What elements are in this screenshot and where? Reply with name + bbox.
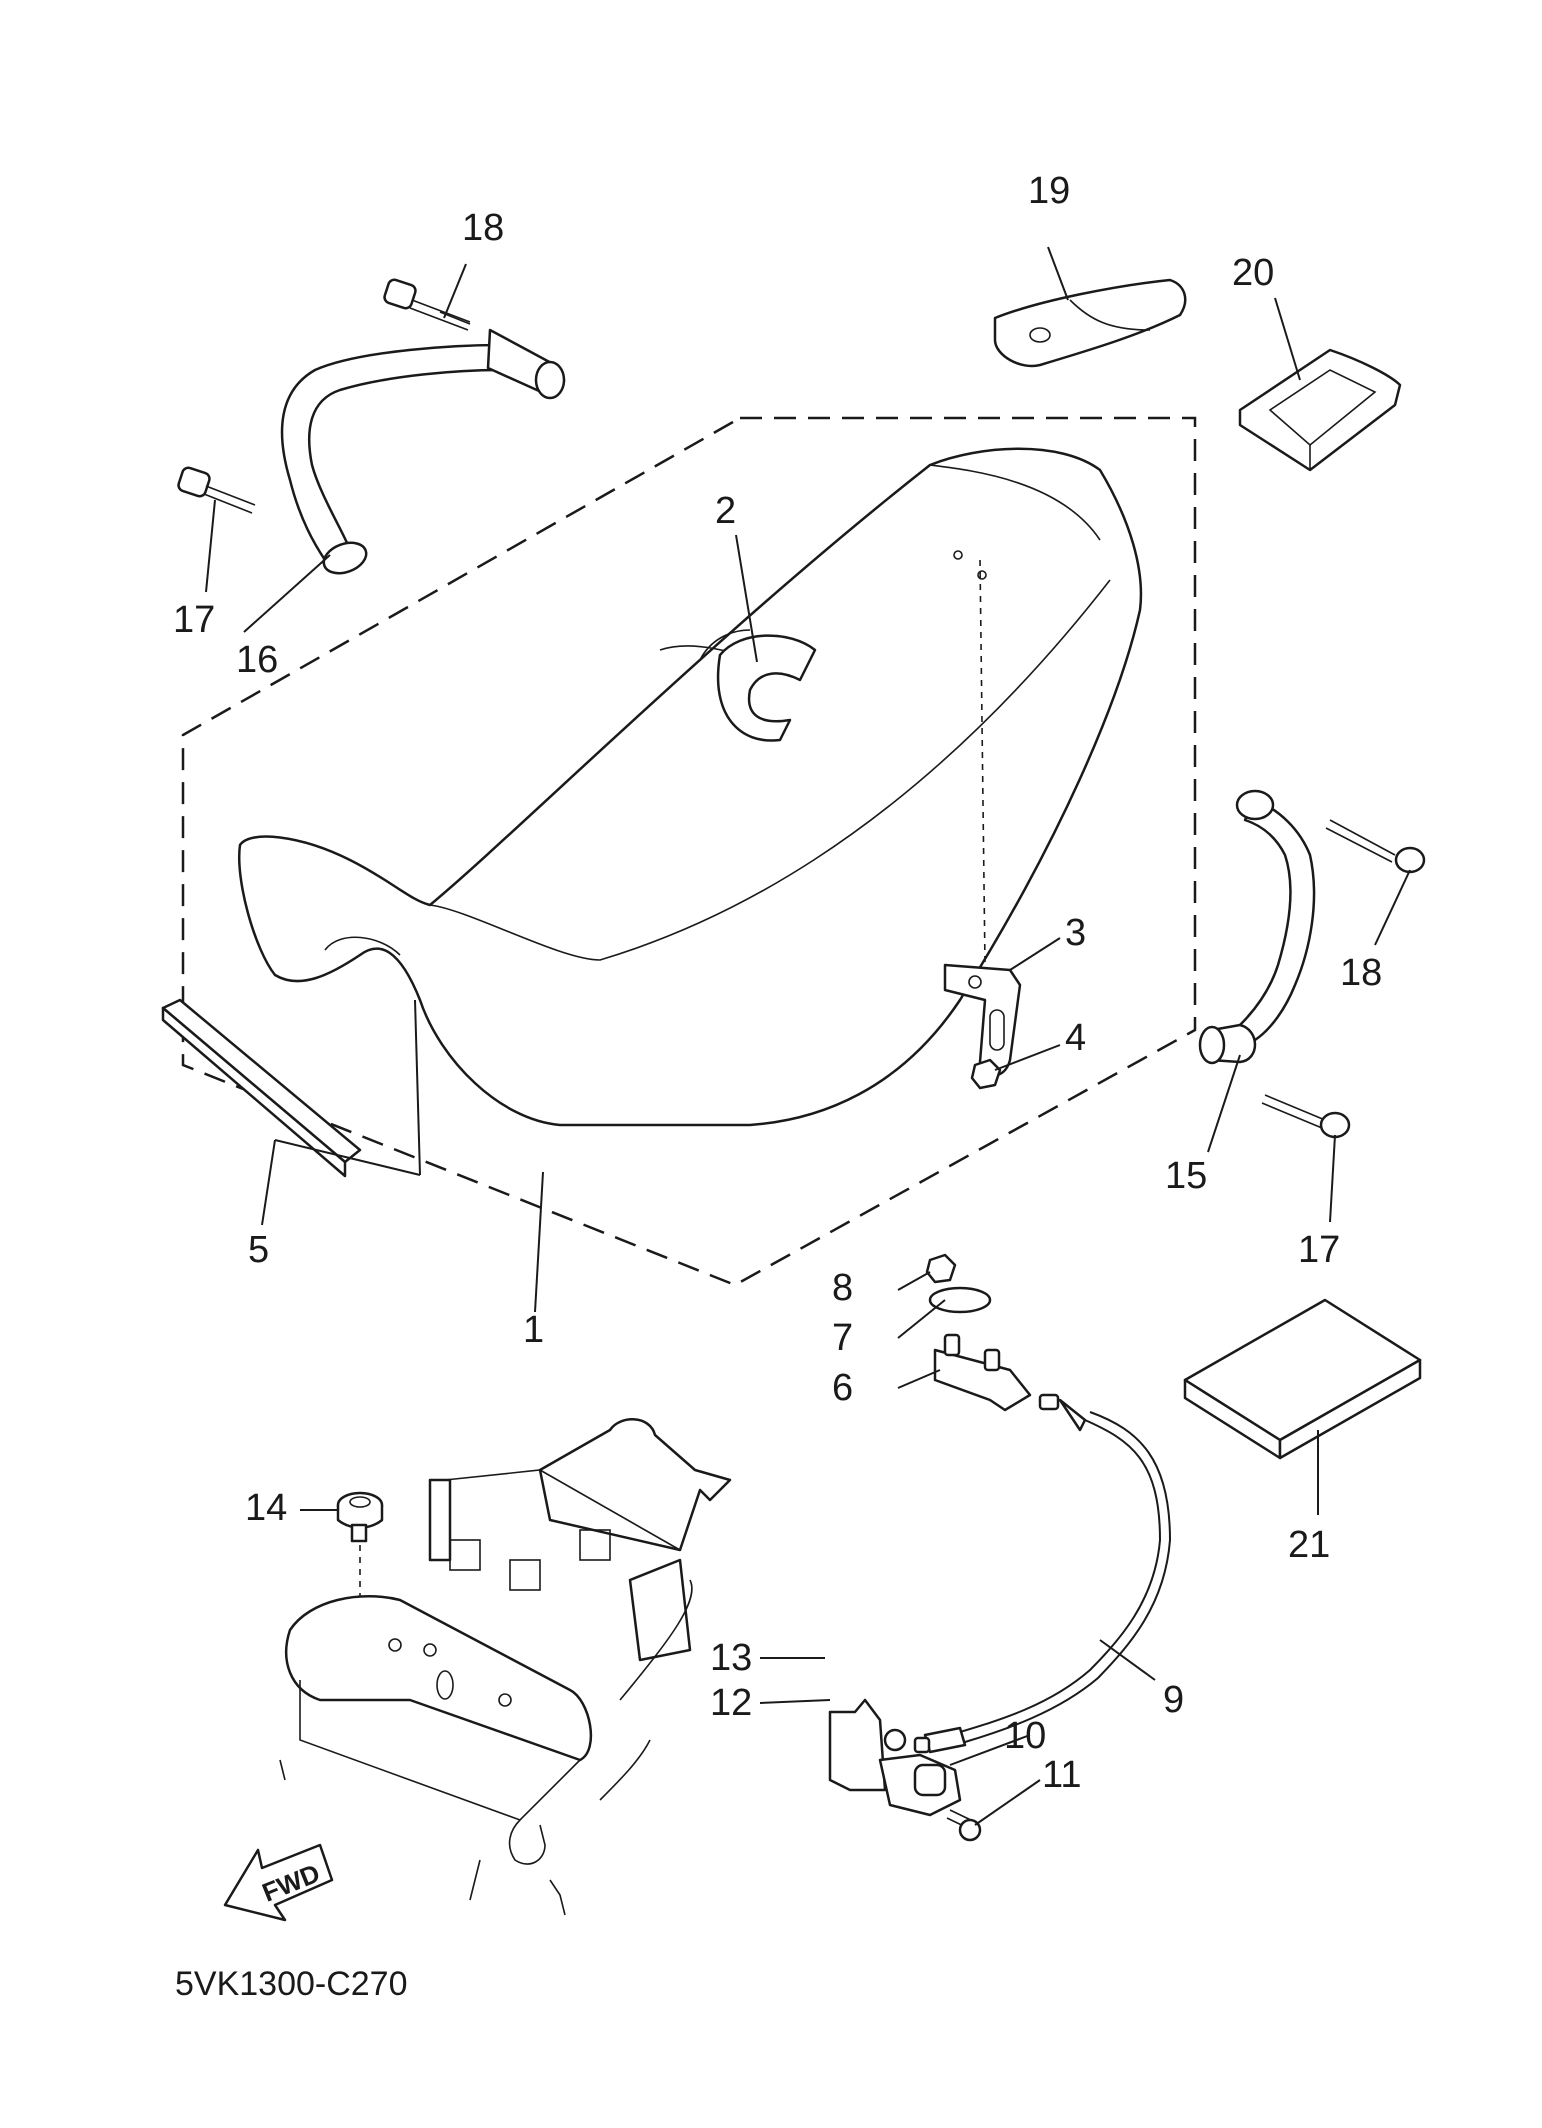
label-part-5: 5 [248,1229,269,1271]
label-part-20: 20 [1232,252,1274,294]
bolt-18-left-icon [383,278,471,331]
label-part-15: 15 [1165,1155,1207,1197]
mount-centerline [979,559,986,966]
left-grab-bar-icon [280,328,566,575]
label-part-10: 10 [1004,1715,1046,1757]
nut-icon [970,1058,1002,1090]
bolt-18-right-icon [1325,819,1426,874]
bolt-17-right-icon [1261,1094,1351,1139]
label-part-16: 16 [236,639,278,681]
plate-7-icon [928,1286,992,1314]
label-part-17-right: 17 [1298,1229,1340,1271]
label-part-6: 6 [832,1367,853,1409]
fwd-arrow-icon: FWD [223,1843,334,1922]
label-part-12: 12 [710,1682,752,1724]
label-part-11: 11 [1042,1754,1081,1796]
cable-9-icon [913,1393,1172,1754]
label-part-1: 1 [523,1309,544,1351]
label-part-14: 14 [245,1487,287,1529]
seat-lock-10-icon [878,1728,962,1817]
label-part-21: 21 [1288,1524,1330,1566]
lock-bracket-6-icon [933,1333,1032,1412]
label-part-19: 19 [1028,170,1070,212]
bracket-12-icon [828,1698,887,1792]
seat-strap-icon [699,629,817,742]
pad-21-icon [1183,1298,1422,1460]
label-part-3: 3 [1065,912,1086,954]
label-part-7: 7 [832,1317,853,1359]
label-part-13: 13 [710,1637,752,1679]
label-part-18-left: 18 [462,207,504,249]
leader-lines [205,246,1411,1826]
seat-bracket-icon [943,963,1022,1077]
label-part-17-left: 17 [173,599,215,641]
cover-19-icon [993,278,1187,368]
seat-assembly-outline [181,416,1197,1287]
label-part-8: 8 [832,1267,853,1309]
diagram-code: 5VK1300-C270 [175,1965,408,2003]
spacer-strip-icon [161,998,362,1178]
frame-icon [279,1418,732,1916]
tray-20-icon [1238,348,1402,472]
label-part-18-right: 18 [1340,952,1382,994]
nut-8-icon [925,1253,957,1284]
damper-14-icon [336,1491,384,1543]
right-grab-bar-icon [1198,789,1316,1065]
label-part-9: 9 [1163,1679,1184,1721]
seat-icon [238,447,1143,1127]
bolt-17-left-icon [177,466,256,514]
label-part-4: 4 [1065,1017,1086,1059]
label-part-2: 2 [715,490,736,532]
